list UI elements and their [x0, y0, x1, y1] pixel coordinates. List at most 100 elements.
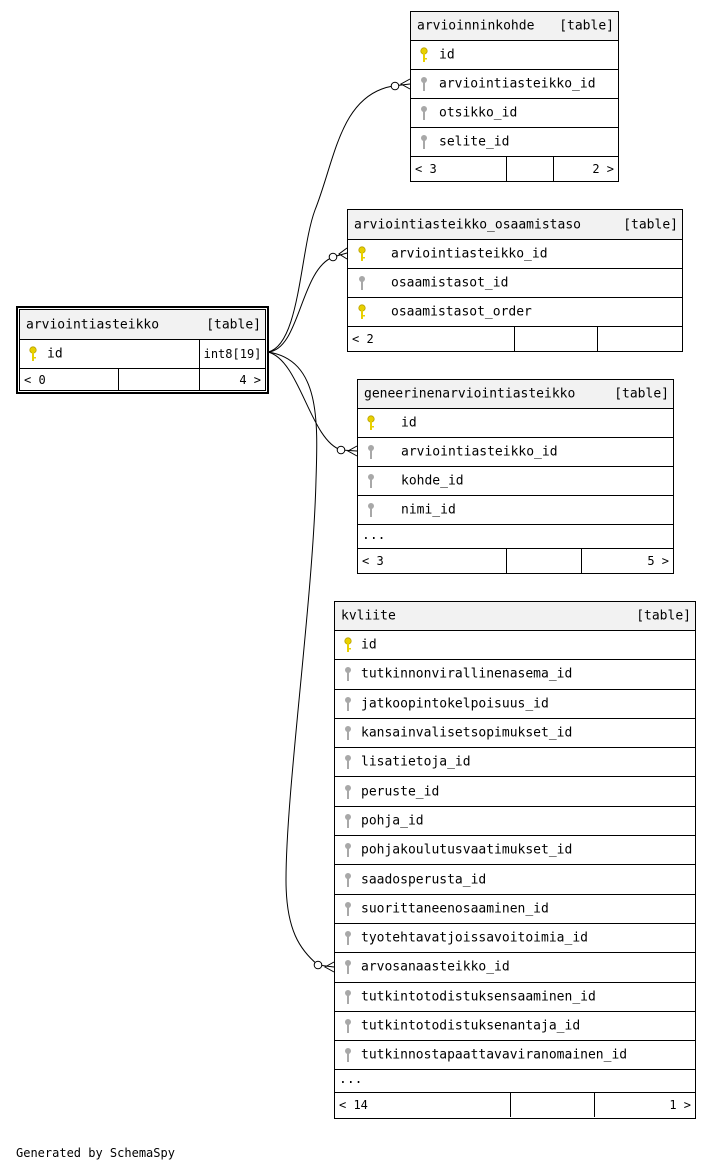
- primary-key-icon: [420, 47, 428, 62]
- primary-key-icon: [367, 415, 375, 430]
- edge-crowfoot: [346, 445, 358, 457]
- table-name: arviointiasteikko: [26, 317, 160, 332]
- column-name: selite_id: [439, 134, 510, 150]
- primary-key-icon: [29, 346, 37, 361]
- foreign-key-icon: [345, 901, 351, 916]
- foreign-key-icon: [359, 276, 365, 290]
- foreign-key-icon: [345, 931, 351, 946]
- foreign-key-icon: [345, 872, 351, 887]
- column-row: osaamistasot_order: [348, 298, 682, 327]
- edge-kvliite: [267, 351, 335, 968]
- column-name: tutkinnostapaattavaviranomainen_id: [361, 1047, 628, 1063]
- column-name: arviointiasteikko_id: [439, 76, 596, 92]
- foreign-key-icon: [345, 784, 351, 799]
- primary-key-icon: [358, 246, 366, 261]
- parents-count[interactable]: < 3: [415, 162, 437, 176]
- column-row: tutkintotodistuksensaaminen_id: [335, 983, 695, 1012]
- foreign-key-icon: [345, 755, 351, 770]
- table-kind: [table]: [636, 608, 691, 624]
- column-name: osaamistasot_order: [391, 304, 532, 320]
- column-name: arviointiasteikko_id: [401, 444, 558, 460]
- column-name: kohde_id: [401, 473, 464, 489]
- column-row: selite_id: [411, 128, 618, 157]
- foreign-key-icon: [421, 106, 427, 120]
- column-name: tutkintotodistuksenantaja_id: [361, 1018, 581, 1034]
- column-row: peruste_id: [335, 777, 695, 807]
- column-row: kansainvalisetsopimukset_id: [335, 719, 695, 749]
- column-name: tutkinnonvirallinenasema_id: [361, 666, 573, 682]
- column-name: osaamistasot_id: [391, 275, 509, 291]
- table-arvioinninkohde[interactable]: arvioinninkohde [table] id arviointiaste…: [410, 11, 619, 182]
- column-row: jatkoopintokelpoisuus_id: [335, 690, 695, 719]
- column-name: otsikko_id: [439, 105, 518, 121]
- column-row: suorittaneenosaaminen_id: [335, 895, 695, 924]
- foreign-key-icon: [368, 503, 374, 517]
- column-name: id: [47, 346, 63, 362]
- column-name: lisatietoja_id: [361, 754, 471, 770]
- edge-geneerinenarviointiasteikko: [267, 351, 358, 452]
- column-row: nimi_id: [358, 496, 673, 525]
- parents-count[interactable]: < 3: [362, 554, 384, 568]
- column-name: id: [361, 637, 377, 653]
- table-arviointiasteikko-osaamistaso[interactable]: arviointiasteikko_osaamistaso [table] ar…: [347, 209, 683, 352]
- foreign-key-icon: [345, 960, 351, 975]
- column-row: saadosperusta_id: [335, 865, 695, 895]
- table-header: arviointiasteikko_osaamistaso [table]: [348, 210, 682, 240]
- column-name: nimi_id: [401, 502, 456, 518]
- table-footer: < 2: [348, 327, 682, 351]
- table-kvliite[interactable]: kvliite [table] id tutkinnonvirallinenas…: [334, 601, 696, 1119]
- column-name: arviointiasteikko_id: [391, 246, 548, 262]
- column-name: id: [439, 47, 455, 63]
- table-footer: < 3 2 >: [411, 157, 618, 181]
- children-count[interactable]: 4 >: [239, 372, 261, 387]
- table-name: kvliite: [341, 608, 396, 624]
- table-footer: < 0 4 >: [20, 369, 265, 390]
- parents-count[interactable]: < 14: [339, 1098, 368, 1113]
- parents-count[interactable]: < 0: [24, 372, 46, 387]
- table-header: kvliite [table]: [335, 602, 695, 631]
- foreign-key-icon: [345, 726, 351, 741]
- table-kind: [table]: [559, 18, 614, 34]
- column-name: saadosperusta_id: [361, 872, 487, 888]
- table-footer: < 14 1 >: [335, 1093, 695, 1118]
- table-footer: < 3 5 >: [358, 549, 673, 573]
- table-arviointiasteikko[interactable]: arviointiasteikko [table] id int8[19] < …: [16, 306, 269, 394]
- table-name: arvioinninkohde: [417, 18, 535, 34]
- column-name: pohjakoulutusvaatimukset_id: [361, 842, 573, 858]
- column-type: int8[19]: [199, 340, 265, 368]
- foreign-key-icon: [345, 696, 351, 711]
- column-row: pohja_id: [335, 807, 695, 837]
- foreign-key-icon: [345, 813, 351, 828]
- column-row: tutkintotodistuksenantaja_id: [335, 1012, 695, 1042]
- foreign-key-icon: [421, 135, 427, 149]
- column-row: arvosanaasteikko_id: [335, 953, 695, 983]
- more-columns-indicator: ...: [358, 525, 673, 549]
- column-row: id: [358, 409, 673, 438]
- children-count[interactable]: 1 >: [669, 1098, 691, 1113]
- primary-key-icon: [358, 304, 366, 319]
- foreign-key-icon: [345, 1048, 351, 1063]
- column-row: pohjakoulutusvaatimukset_id: [335, 836, 695, 866]
- edge-optional-marker: [390, 81, 400, 91]
- edge-optional-marker: [336, 445, 346, 455]
- column-name: kansainvalisetsopimukset_id: [361, 725, 573, 741]
- column-name: suorittaneenosaaminen_id: [361, 901, 549, 917]
- table-header: arviointiasteikko [table]: [20, 310, 265, 340]
- column-row: arviointiasteikko_id: [358, 438, 673, 467]
- foreign-key-icon: [345, 1019, 351, 1033]
- table-geneerinenarviointiasteikko[interactable]: geneerinenarviointiasteikko [table] id a…: [357, 379, 674, 574]
- foreign-key-icon: [345, 667, 351, 682]
- column-name: pohja_id: [361, 813, 424, 829]
- column-row: id: [411, 41, 618, 70]
- column-row: otsikko_id: [411, 99, 618, 128]
- table-kind: [table]: [614, 386, 669, 402]
- edge-crowfoot: [323, 961, 335, 973]
- column-name: peruste_id: [361, 784, 440, 800]
- table-header: arvioinninkohde [table]: [411, 12, 618, 41]
- parents-count[interactable]: < 2: [352, 332, 374, 346]
- table-header: geneerinenarviointiasteikko [table]: [358, 380, 673, 409]
- children-count[interactable]: 5 >: [647, 554, 669, 568]
- edge-optional-marker: [313, 960, 323, 970]
- table-kind: [table]: [623, 217, 678, 232]
- children-count[interactable]: 2 >: [592, 162, 614, 176]
